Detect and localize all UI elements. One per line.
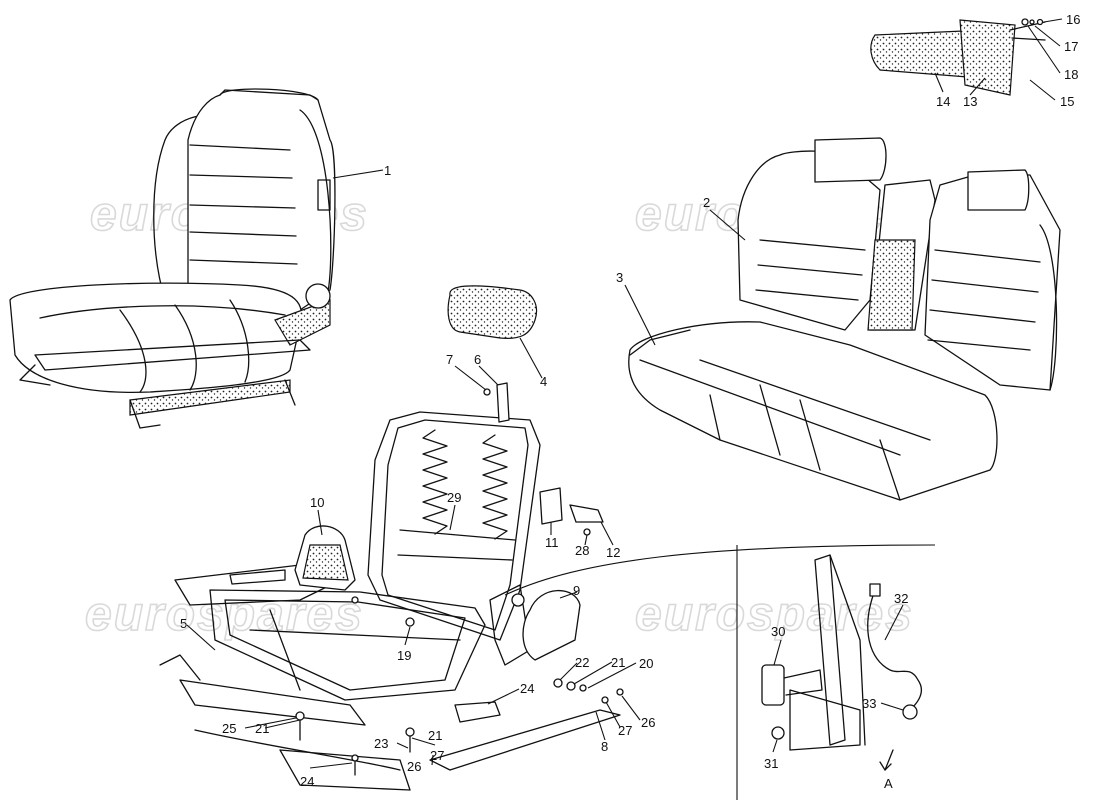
callout-2: 2 xyxy=(703,195,710,210)
callout-9: 9 xyxy=(573,583,580,598)
callout-25: 25 xyxy=(222,721,236,736)
callout-11: 11 xyxy=(545,535,559,550)
callout-31: 31 xyxy=(764,756,778,771)
callout-15: 15 xyxy=(1060,94,1074,109)
callout-6: 6 xyxy=(474,352,481,367)
seat-frame-assembly xyxy=(159,382,624,791)
inset-a xyxy=(504,544,936,800)
callout-10: 10 xyxy=(310,495,324,510)
callout-28: 28 xyxy=(575,543,589,558)
callout-labels: 1 2 3 4 5 6 7 8 9 10 11 12 13 14 15 16 1… xyxy=(180,12,1080,791)
callout-30: 30 xyxy=(771,624,785,639)
callout-22: 22 xyxy=(575,655,589,670)
callout-21b: 21 xyxy=(255,721,269,736)
callout-21c: 21 xyxy=(428,728,442,743)
callout-24a: 24 xyxy=(520,681,534,696)
callout-19: 19 xyxy=(397,648,411,663)
callout-26b: 26 xyxy=(407,759,421,774)
armrest-assembly xyxy=(870,18,1046,96)
callout-1: 1 xyxy=(384,163,391,178)
front-seat-assembly xyxy=(9,88,336,429)
callout-27b: 27 xyxy=(430,748,444,763)
callout-3: 3 xyxy=(616,270,623,285)
callout-18: 18 xyxy=(1064,67,1078,82)
leader-lines xyxy=(186,18,1063,769)
callout-16: 16 xyxy=(1066,12,1080,27)
callout-29: 29 xyxy=(447,490,461,505)
callout-33: 33 xyxy=(862,696,876,711)
callout-20: 20 xyxy=(639,656,653,671)
callout-27a: 27 xyxy=(618,723,632,738)
headrest-part xyxy=(447,285,538,340)
callout-32: 32 xyxy=(894,591,908,606)
callout-4: 4 xyxy=(540,374,547,389)
callout-13: 13 xyxy=(963,94,977,109)
callout-23: 23 xyxy=(374,736,388,751)
callout-17: 17 xyxy=(1064,39,1078,54)
callout-7: 7 xyxy=(446,352,453,367)
callout-26a: 26 xyxy=(641,715,655,730)
callout-21a: 21 xyxy=(611,655,625,670)
inset-label-a: A xyxy=(884,776,893,791)
callout-5: 5 xyxy=(180,616,187,631)
callout-12: 12 xyxy=(606,545,620,560)
callout-8: 8 xyxy=(601,739,608,754)
callout-24b: 24 xyxy=(300,774,314,789)
watermark-bottom-right: eurospares xyxy=(635,588,914,641)
rear-seat-assembly xyxy=(628,137,1061,501)
callout-14: 14 xyxy=(936,94,950,109)
